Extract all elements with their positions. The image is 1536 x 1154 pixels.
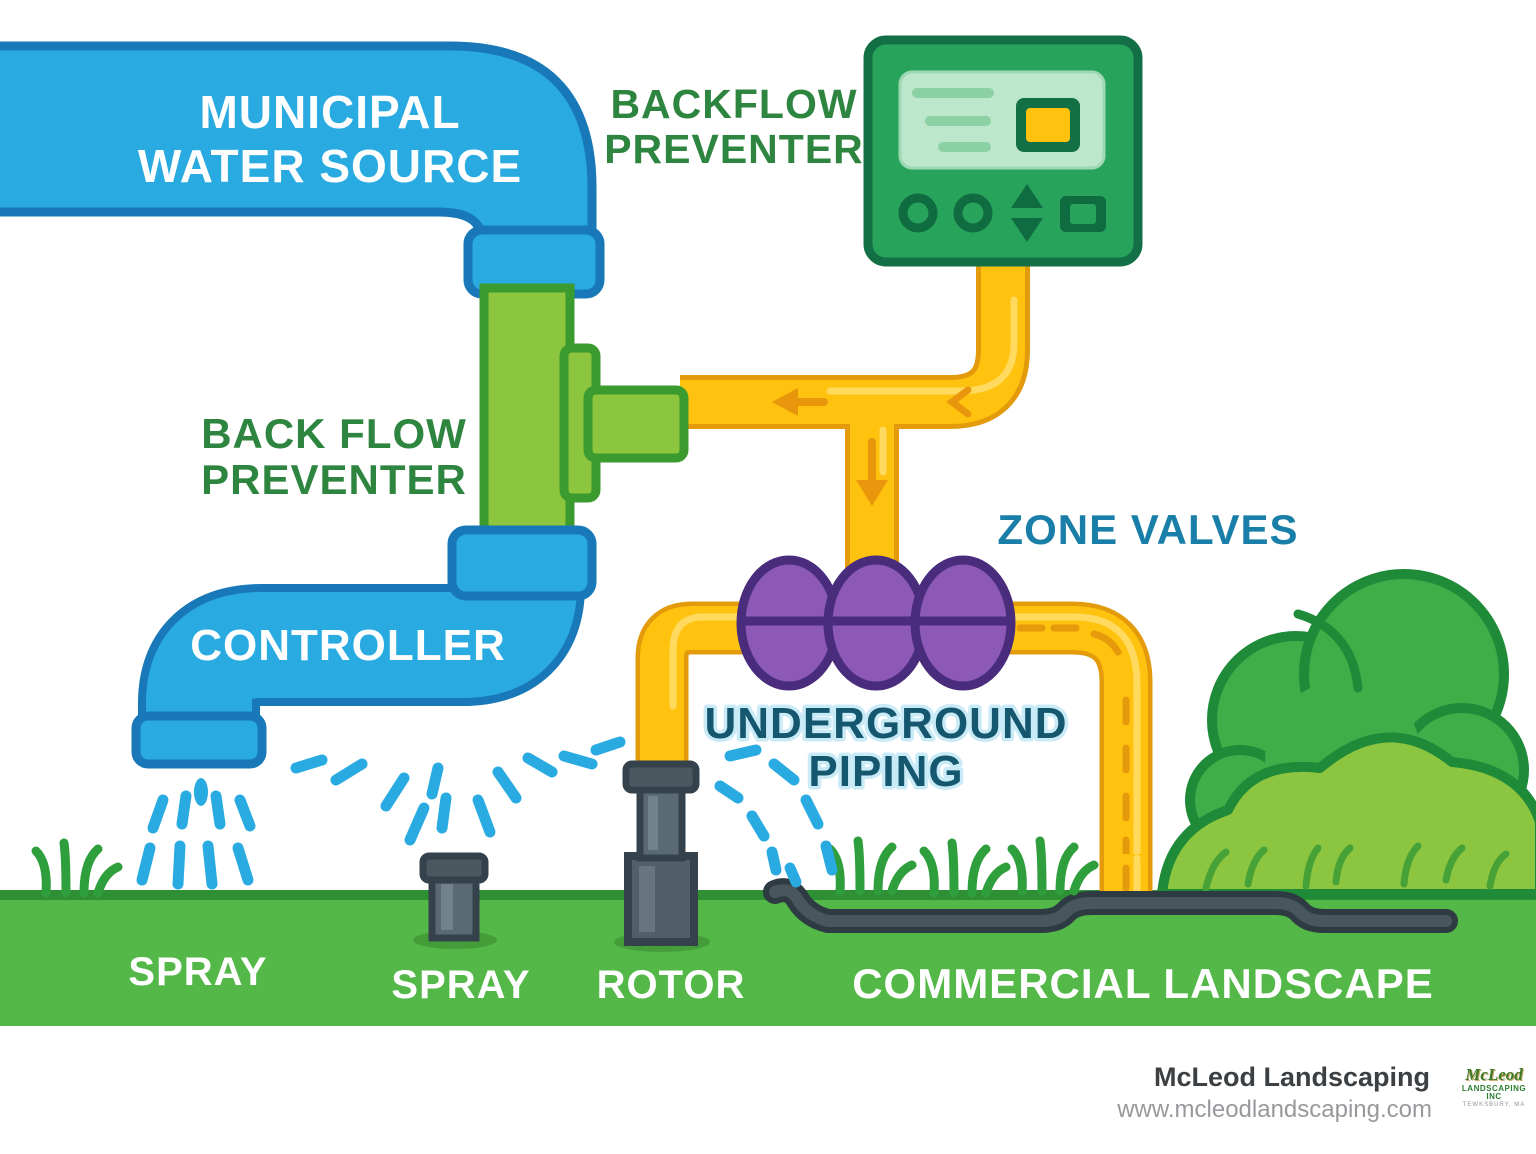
footer-company-name: McLeod Landscaping xyxy=(1153,1062,1430,1092)
rotor-label: ROTOR xyxy=(597,963,746,1007)
yellow-pipe-left-branch xyxy=(635,601,760,778)
grass-tufts xyxy=(36,841,1094,893)
backflow-top-label-line2: PREVENTER xyxy=(604,126,864,172)
underground-label-line1: UNDERGROUND xyxy=(705,699,1068,748)
logo-subtitle: LANDSCAPING INC xyxy=(1461,1083,1527,1102)
controller-label: CONTROLLER xyxy=(190,621,506,670)
backflow-mid-label-line1: BACK FLOW xyxy=(201,410,467,457)
logo-city: TEWKSBURY, MA xyxy=(1462,1102,1526,1109)
water-spray-rotor-arc xyxy=(714,744,838,888)
device-dial-icon xyxy=(953,193,993,233)
spray-head-center xyxy=(413,852,497,949)
pipe-dashes xyxy=(1016,624,1130,858)
municipal-label-line1: MUNICIPAL xyxy=(199,86,460,138)
pipe-coupling xyxy=(447,525,597,601)
commercial-landscape-label: COMMERCIAL LANDSCAPE xyxy=(852,960,1434,1007)
hedge-front xyxy=(1157,732,1536,899)
water-spray-fountain xyxy=(290,736,626,846)
device-dial-icon xyxy=(898,193,938,233)
municipal-label-line2: WATER SOURCE xyxy=(138,140,522,192)
hedge-blades xyxy=(1202,842,1510,892)
device-up-arrow-icon xyxy=(1011,184,1043,208)
backflow-top-label-line1: BACKFLOW xyxy=(610,81,857,127)
backflow-mid-label-line2: PREVENTER xyxy=(201,456,467,503)
yellow-pipe-main-run xyxy=(680,256,1030,585)
footer-website: www.mcleodlandscaping.com xyxy=(1117,1096,1432,1123)
flow-arrow-down-icon xyxy=(856,438,888,506)
faucet-coupling xyxy=(131,711,267,769)
zone-valves xyxy=(736,555,1016,691)
zone-valves-label: ZONE VALVES xyxy=(997,506,1298,553)
spray-center-label: SPRAY xyxy=(391,963,530,1007)
logo-wordmark: McLeod xyxy=(1465,1065,1523,1084)
yellow-pipe-right-branch xyxy=(1000,601,1153,902)
controller-pipe xyxy=(131,525,597,769)
water-spray-rain xyxy=(136,778,256,890)
backflow-preventer-pipe xyxy=(479,283,689,565)
device-down-arrow-icon xyxy=(1011,218,1043,242)
municipal-water-pipe xyxy=(0,41,605,299)
device-display xyxy=(1026,108,1070,142)
company-logo: McLeod LANDSCAPING INC TEWKSBURY, MA xyxy=(1454,1065,1534,1109)
spray-left-label: SPRAY xyxy=(128,950,267,994)
controller-device xyxy=(863,35,1143,267)
flow-arrow-left-icon xyxy=(772,386,972,418)
rotor-head xyxy=(614,760,710,952)
underground-pipe xyxy=(763,878,1458,933)
underground-label-line2: PIPING xyxy=(808,747,963,796)
